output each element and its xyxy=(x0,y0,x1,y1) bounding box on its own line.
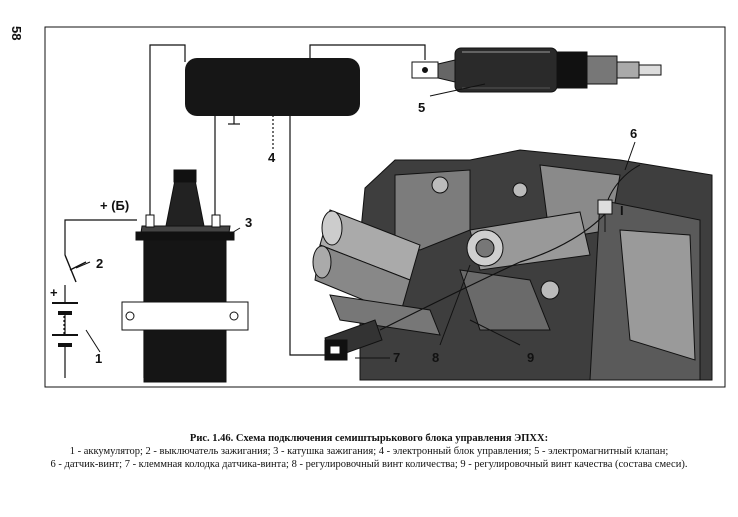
label-3: 3 xyxy=(245,215,252,230)
caption-line-2: 6 - датчик-винт; 7 - клеммная колодка да… xyxy=(50,459,688,470)
label-6: 6 xyxy=(630,126,637,141)
sensor-mark-label: I xyxy=(620,203,624,218)
label-9: 9 xyxy=(527,350,534,365)
diagram-frame xyxy=(44,26,726,388)
ignition-coil xyxy=(121,169,249,383)
battery xyxy=(52,302,101,353)
label-7: 7 xyxy=(393,350,400,365)
ecu-block xyxy=(185,58,360,125)
caption-title: Рис. 1.46. Схема подключения семиштырько… xyxy=(189,433,549,444)
label-4: 4 xyxy=(268,150,276,165)
solenoid-valve xyxy=(411,47,662,97)
intake-pipes xyxy=(312,209,441,336)
label-1: 1 xyxy=(95,351,102,366)
quantity-screw xyxy=(466,211,591,271)
terminal-block xyxy=(324,261,521,361)
leader-lines xyxy=(75,141,636,359)
coil-terminal-b-label: + (Б) xyxy=(100,198,129,213)
label-5: 5 xyxy=(418,100,425,115)
label-2: 2 xyxy=(96,256,103,271)
battery-plus-label: + xyxy=(50,285,58,300)
caption-line-1: 1 - аккумулятор; 2 - выключатель зажиган… xyxy=(69,446,669,457)
ignition-switch xyxy=(64,254,87,283)
figure-caption: Рис. 1.46. Схема подключения семиштырько… xyxy=(0,432,738,471)
label-8: 8 xyxy=(432,350,439,365)
sensor-screw xyxy=(519,164,641,263)
